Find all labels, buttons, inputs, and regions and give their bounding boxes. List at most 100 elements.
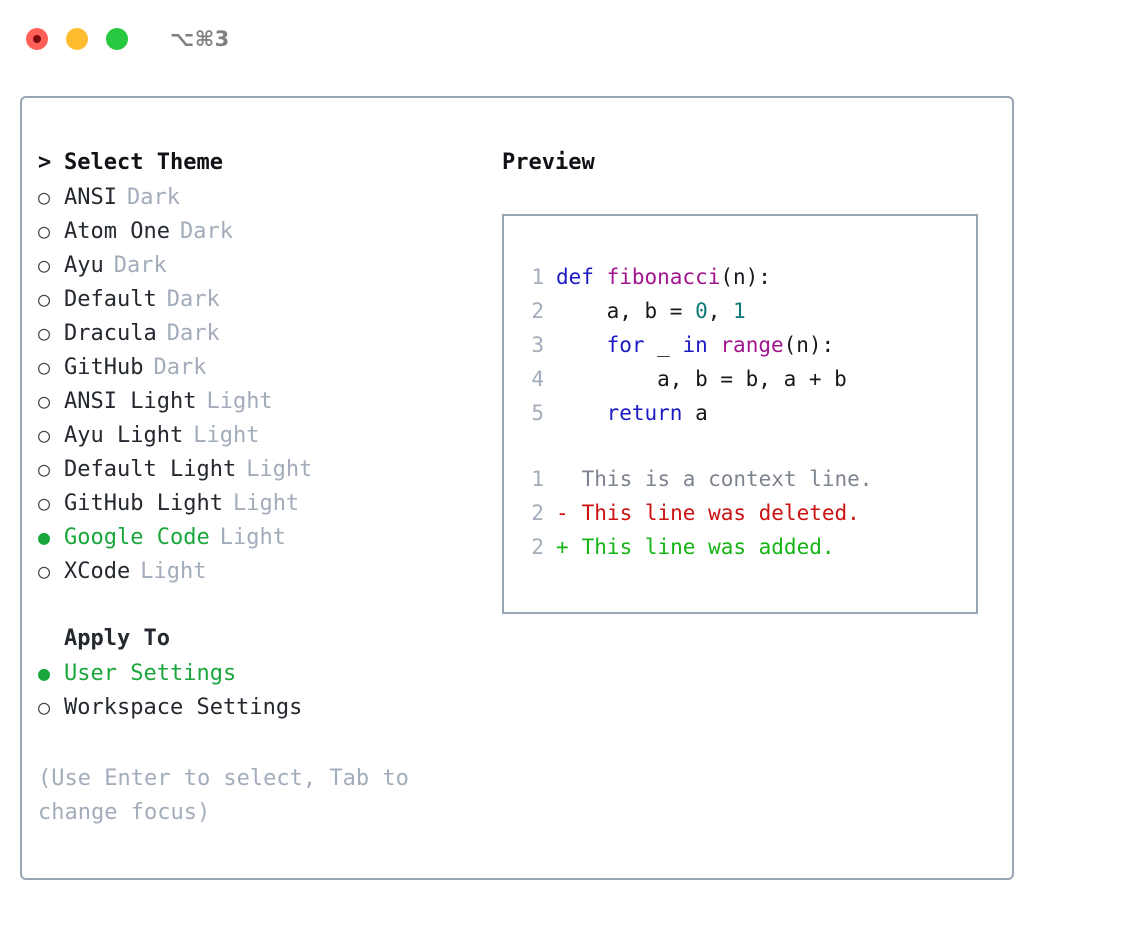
code-preview: 1 def fibonacci(n): 2 a, b = 0, 1 3 for _ i… xyxy=(518,260,970,564)
code-diff-separator xyxy=(518,430,970,462)
theme-kind-badge: Light xyxy=(206,389,273,414)
theme-name: ANSI Light xyxy=(64,389,197,414)
code-token: in xyxy=(682,333,708,357)
radio-unselected-icon: ○ xyxy=(38,423,51,447)
code-token: for xyxy=(606,333,645,357)
code-token: a, b = b, a + b xyxy=(556,367,847,391)
code-token: _ xyxy=(644,333,683,357)
radio-selected-icon: ● xyxy=(38,661,51,685)
window-title: ⌥⌘3 xyxy=(170,27,230,51)
theme-kind-badge: Light xyxy=(219,525,286,550)
apply-to-option[interactable]: ○Workspace Settings xyxy=(38,690,478,724)
code-token: def xyxy=(556,265,607,289)
code-line-text: a, b = b, a + b xyxy=(556,362,847,396)
minimize-window-button[interactable] xyxy=(66,28,88,50)
diff-sign: - xyxy=(556,501,569,525)
line-number: 1 xyxy=(531,467,544,491)
code-token: 0 xyxy=(695,299,708,323)
code-token: fibonacci xyxy=(606,265,721,289)
theme-name: Dracula xyxy=(64,321,157,346)
code-token xyxy=(556,401,607,425)
diff-line: 2+ This line was added. xyxy=(518,530,970,564)
preview-title: Preview xyxy=(502,150,595,175)
code-token: return xyxy=(606,401,683,425)
apply-to-option-label: Workspace Settings xyxy=(64,695,303,720)
theme-name: Default Light xyxy=(64,457,237,482)
keyboard-hint: (Use Enter to select, Tab to change focu… xyxy=(38,766,409,825)
code-line: 5 return a xyxy=(518,396,970,430)
code-line-text: return a xyxy=(556,396,708,430)
theme-list-item[interactable]: ○ XCode Light xyxy=(38,554,478,588)
line-number: 3 xyxy=(531,333,544,357)
theme-name: GitHub xyxy=(64,355,144,380)
diff-line: 2- This line was deleted. xyxy=(518,496,970,530)
close-window-button[interactable] xyxy=(26,28,48,50)
radio-unselected-icon: ○ xyxy=(38,457,51,481)
theme-name: Ayu Light xyxy=(64,423,184,448)
code-line: 3 for _ in range(n): xyxy=(518,328,970,362)
radio-unselected-icon: ○ xyxy=(38,321,51,345)
theme-kind-badge: Light xyxy=(246,457,313,482)
theme-name: XCode xyxy=(64,559,131,584)
list-spacer xyxy=(38,588,478,622)
code-line-text: def fibonacci(n): xyxy=(556,260,771,294)
radio-unselected-icon: ○ xyxy=(38,491,51,515)
title-bar: ⌥⌘3 xyxy=(0,0,1140,78)
radio-unselected-icon: ○ xyxy=(38,287,51,311)
theme-list-item[interactable]: ○ Default Light Light xyxy=(38,452,478,486)
code-token xyxy=(556,333,607,357)
theme-picker-title: Select Theme xyxy=(64,150,223,175)
maximize-window-button[interactable] xyxy=(106,28,128,50)
radio-unselected-icon: ○ xyxy=(38,253,51,277)
diff-line-text: This is a context line. xyxy=(556,462,873,496)
line-number: 1 xyxy=(531,265,544,289)
radio-selected-icon: ● xyxy=(38,525,51,549)
code-token: (n): xyxy=(720,265,771,289)
code-line: 4 a, b = b, a + b xyxy=(518,362,970,396)
diff-block: 1 This is a context line. 2- This line wa… xyxy=(518,462,970,564)
diff-text: This line was deleted. xyxy=(569,501,860,525)
diff-text: This is a context line. xyxy=(569,467,873,491)
diff-line-text: + This line was added. xyxy=(556,530,835,564)
code-token: a xyxy=(682,401,708,425)
code-token: 1 xyxy=(733,299,746,323)
line-number: 2 xyxy=(531,299,544,323)
code-block: 1 def fibonacci(n): 2 a, b = 0, 1 3 for _ i… xyxy=(518,260,970,430)
code-token xyxy=(708,333,721,357)
line-number: 5 xyxy=(531,401,544,425)
theme-name: Atom One xyxy=(64,219,170,244)
radio-unselected-icon: ○ xyxy=(38,559,51,583)
theme-kind-badge: Dark xyxy=(126,185,180,210)
theme-kind-badge: Dark xyxy=(113,253,167,278)
radio-unselected-icon: ○ xyxy=(38,185,51,209)
code-token: a, b = xyxy=(556,299,696,323)
theme-kind-badge: Dark xyxy=(179,219,233,244)
line-number: 2 xyxy=(531,501,544,525)
theme-kind-badge: Light xyxy=(140,559,207,584)
diff-sign xyxy=(556,462,569,496)
preview-box: 1 def fibonacci(n): 2 a, b = 0, 1 3 for _ i… xyxy=(502,214,978,614)
apply-to-list: ●User Settings○Workspace Settings xyxy=(38,656,478,724)
code-token: range xyxy=(720,333,784,357)
diff-sign: + xyxy=(556,535,569,559)
apply-to-option[interactable]: ●User Settings xyxy=(38,656,478,690)
code-token: , xyxy=(707,299,734,323)
traffic-light-group xyxy=(26,28,128,50)
caret-icon: > xyxy=(38,150,52,175)
theme-kind-badge: Light xyxy=(193,423,260,448)
theme-list-item[interactable]: ○ Ayu Light Light xyxy=(38,418,478,452)
code-line: 1 def fibonacci(n): xyxy=(518,260,970,294)
